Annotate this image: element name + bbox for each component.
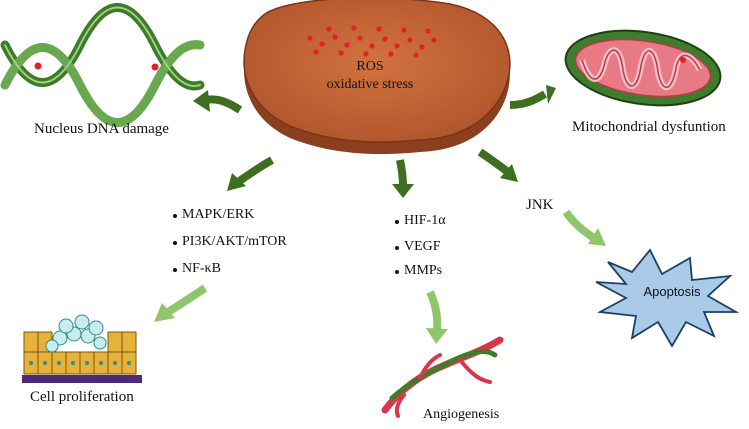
arrow-to-mid-pathway	[392, 159, 414, 198]
dna-helix-icon	[0, 3, 205, 127]
dna-damage-label: Nucleus DNA damage	[34, 121, 169, 137]
pathway-pi3k-akt-mtor: PI3K/AKT/mTOR	[182, 234, 287, 249]
ros-dots	[307, 25, 437, 58]
arrow-to-cell-proliferation	[154, 284, 208, 322]
pathway-nf-kb: NF-κB	[182, 261, 221, 276]
apoptosis-burst	[595, 248, 740, 348]
pathway-mmps: MMPs	[404, 263, 443, 278]
cell-proliferation-icon	[22, 314, 142, 383]
cell-proliferation-label: Cell proliferation	[30, 389, 134, 405]
ros-label: ROS oxidative stress	[300, 58, 440, 94]
pathway-mapk-erk: MAPK/ERK	[182, 207, 255, 222]
pathway-vegf: VEGF	[404, 239, 441, 254]
ros-slab	[243, 0, 511, 155]
arrow-to-apoptosis	[562, 209, 606, 246]
apoptosis-label: Apoptosis	[643, 284, 701, 299]
angiogenesis-icon	[381, 336, 504, 418]
angiogenesis-label: Angiogenesis	[423, 407, 500, 422]
pathway-hif-1a: HIF-1α	[404, 213, 446, 228]
arrow-to-jnk	[477, 148, 518, 182]
arrow-to-left-pathway	[227, 156, 274, 191]
bullets	[173, 214, 399, 274]
mitochondrion-icon	[564, 29, 722, 107]
ros-title: ROS	[356, 59, 384, 74]
arrow-to-angiogenesis	[426, 290, 448, 344]
mitochondrial-label: Mitochondrial dysfuntion	[572, 119, 726, 135]
ros-subtitle: oxidative stress	[326, 77, 414, 92]
arrow-to-dna	[193, 90, 243, 114]
jnk-label: JNK	[526, 197, 554, 213]
arrow-to-mitochondria	[509, 85, 556, 109]
